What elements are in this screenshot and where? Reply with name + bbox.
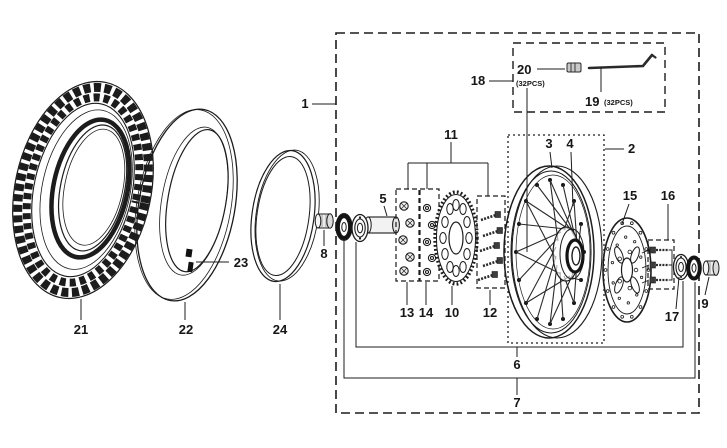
callout-21: 21 (74, 322, 88, 337)
flange-nuts (398, 201, 415, 276)
callout-17: 17 (665, 309, 679, 324)
callout-7: 7 (513, 395, 520, 410)
callout-16: 16 (661, 188, 675, 203)
callout-3: 3 (545, 136, 552, 151)
callout-15: 15 (623, 188, 637, 203)
callout-6: 6 (513, 357, 520, 372)
leader-3 (549, 151, 553, 169)
right-oil-seal (686, 255, 702, 281)
washers (422, 203, 437, 277)
spoke-nipple-icon (566, 62, 582, 73)
spoke-set-box (512, 42, 666, 113)
knobby-tire (12, 80, 154, 300)
wheel-subassembly-box (507, 134, 605, 344)
callout-4: 4 (566, 136, 574, 151)
bracket-6 (355, 242, 684, 357)
leader-5 (383, 205, 388, 217)
bracket-7 (343, 240, 696, 395)
wheel-hub (552, 226, 585, 282)
sprocket (433, 190, 479, 286)
leader-lines (80, 67, 710, 395)
callout-19-qty: (32PCS) (604, 98, 633, 107)
brake-disc (602, 217, 652, 323)
leader-15 (621, 203, 630, 225)
inner-tube (134, 108, 238, 302)
left-oil-seal (335, 213, 353, 241)
callout-23: 23 (234, 255, 248, 270)
spoke-icon (587, 53, 657, 70)
leader-9 (704, 276, 710, 296)
disc-bolts (641, 246, 673, 284)
callout-9: 9 (701, 296, 708, 311)
callout-10: 10 (445, 305, 459, 320)
left-axle-cap (314, 213, 334, 229)
sprocket-bolts (477, 211, 503, 282)
callout-22: 22 (179, 322, 193, 337)
callout-20: 20 (517, 62, 531, 77)
right-axle-cap (702, 260, 720, 276)
leader-4 (570, 151, 574, 207)
right-wheel-bearing (672, 253, 690, 281)
rim-band (250, 149, 320, 283)
tire-bead-ring (49, 117, 132, 260)
sprocket-bolt-box (476, 195, 506, 289)
wheel-rim (503, 165, 603, 339)
leader-17 (675, 276, 680, 310)
callout-19: 19 (585, 94, 599, 109)
callout-5: 5 (379, 191, 386, 206)
callout-20-qty: (32PCS) (516, 79, 545, 88)
callout-8: 8 (320, 246, 327, 261)
callout-18: 18 (471, 73, 485, 88)
callout-1: 1 (301, 96, 308, 111)
axle-spacer (364, 216, 400, 234)
left-wheel-bearing (351, 213, 369, 243)
callout-2: 2 (628, 141, 635, 156)
callout-12: 12 (483, 305, 497, 320)
callout-24: 24 (273, 322, 288, 337)
callout-11: 11 (444, 127, 458, 142)
callout-14: 14 (419, 305, 434, 320)
bracket-11 (407, 142, 489, 196)
tube-valve-stem (185, 248, 194, 273)
callout-13: 13 (400, 305, 414, 320)
